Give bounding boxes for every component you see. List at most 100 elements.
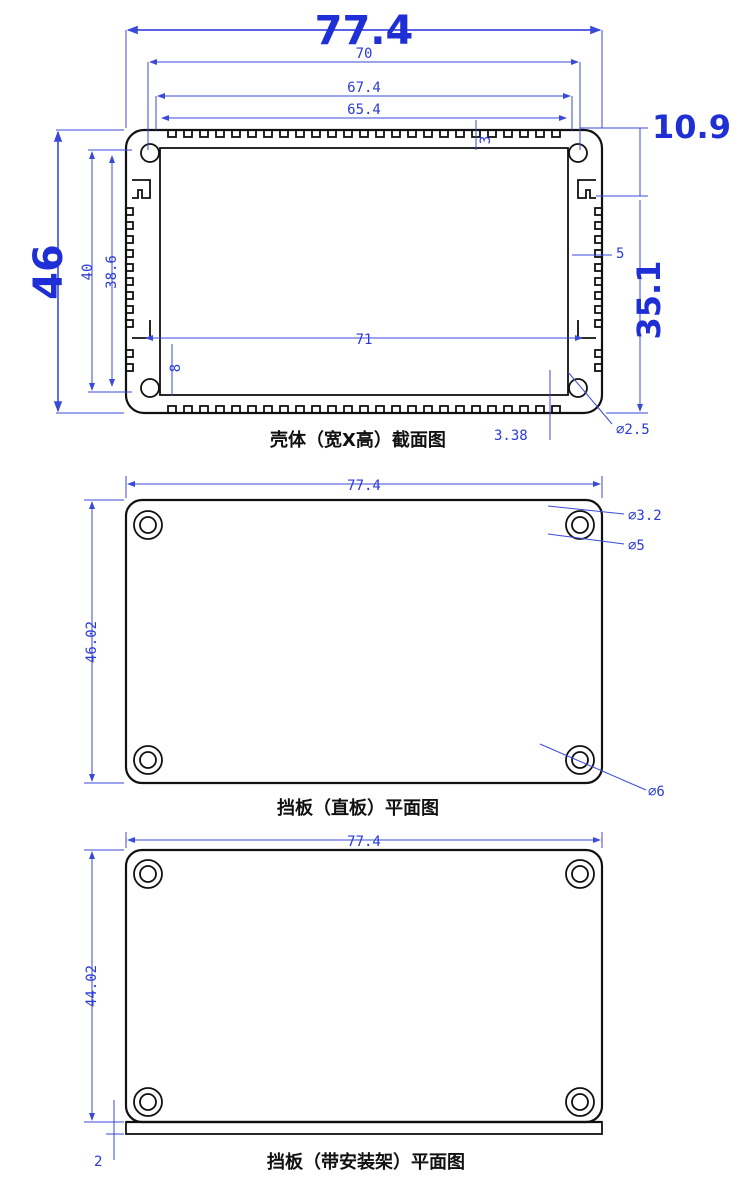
fin-notch <box>311 129 321 138</box>
fin-notch <box>327 129 337 138</box>
dim-width-outer: 77.4 <box>315 8 414 54</box>
fin-notch <box>407 405 417 414</box>
dim-width-674: 67.4 <box>347 80 381 96</box>
fin-notch <box>125 207 134 216</box>
fin-notch <box>503 405 513 414</box>
housing-fins <box>125 129 603 414</box>
fin-notch <box>551 405 561 414</box>
dim-dia-25: ⌀2.5 <box>616 422 650 438</box>
mount-plate-ledge-2: 2 <box>94 1154 102 1170</box>
screw-bosses <box>140 143 588 398</box>
flat-plate: 77.4 46.02 ⌀3.2 ⌀5 ⌀6 挡板（直板）平面图 <box>84 476 665 819</box>
dim-r-109: 10.9 <box>652 108 731 146</box>
mount-plate-holes <box>133 859 595 1117</box>
housing-side-slots <box>132 179 596 339</box>
fin-notch <box>295 405 305 414</box>
fin-notch <box>125 319 134 328</box>
fin-notch <box>279 129 289 138</box>
fin-notch <box>551 129 561 138</box>
fin-notch <box>535 405 545 414</box>
fin-notch <box>594 235 603 244</box>
fin-notch <box>125 291 134 300</box>
fin-notch <box>215 405 225 414</box>
dim-gap-338: 3.38 <box>494 428 528 444</box>
section3-caption: 挡板（带安装架）平面图 <box>267 1151 465 1173</box>
fin-notch <box>407 129 417 138</box>
fin-notch <box>519 129 529 138</box>
flat-plate-hole-5: ⌀5 <box>628 538 645 554</box>
fin-notch <box>167 129 177 138</box>
flat-plate-hole-32: ⌀3.2 <box>628 508 662 524</box>
fin-notch <box>594 305 603 314</box>
fin-notch <box>279 405 289 414</box>
fin-notch <box>343 129 353 138</box>
fin-notch <box>199 129 209 138</box>
fin-notch <box>594 207 603 216</box>
fin-notch <box>455 129 465 138</box>
fin-notch <box>247 129 257 138</box>
flat-plate-holes <box>133 510 595 775</box>
dim-fin-depth: 3 <box>478 136 494 144</box>
dim-height-386: 38.6 <box>104 255 120 289</box>
dim-boss-8: 8 <box>168 364 184 372</box>
fin-notch <box>594 319 603 328</box>
fin-notch <box>487 405 497 414</box>
fin-notch <box>594 263 603 272</box>
fin-notch <box>439 129 449 138</box>
flat-plate-outline <box>124 498 604 785</box>
fin-notch <box>594 249 603 258</box>
mount-plate-ledge <box>125 1121 603 1135</box>
fin-notch <box>125 277 134 286</box>
fin-notch <box>199 405 209 414</box>
fin-notch <box>439 405 449 414</box>
fin-notch <box>594 277 603 286</box>
fin-notch <box>343 405 353 414</box>
dim-width-71: 71 <box>356 332 373 348</box>
fin-notch <box>263 405 273 414</box>
fin-notch <box>183 129 193 138</box>
fin-notch <box>295 129 305 138</box>
fin-notch <box>375 405 385 414</box>
fin-notch <box>487 129 497 138</box>
flat-plate-hole-6: ⌀6 <box>648 784 665 800</box>
fin-notch <box>231 129 241 138</box>
fin-notch <box>423 129 433 138</box>
dim-width-70: 70 <box>356 46 373 62</box>
fin-notch <box>471 405 481 414</box>
fin-notch <box>594 349 603 358</box>
flat-plate-width: 77.4 <box>347 478 381 494</box>
section1-caption: 壳体（宽X高）截面图 <box>269 429 446 451</box>
dim-r-351: 35.1 <box>630 261 668 340</box>
fin-notch <box>455 405 465 414</box>
dim-height-40: 40 <box>80 264 96 281</box>
fin-notch <box>594 363 603 372</box>
fin-notch <box>594 221 603 230</box>
mount-plate-width: 77.4 <box>347 834 381 850</box>
fin-notch <box>125 363 134 372</box>
fin-notch <box>391 129 401 138</box>
fin-notch <box>215 129 225 138</box>
mount-plate: 77.4 44.02 2 挡板（带安装架）平面图 <box>84 832 604 1173</box>
flat-plate-height: 46.02 <box>84 621 100 663</box>
fin-notch <box>125 263 134 272</box>
fin-notch <box>231 405 241 414</box>
dim-width-654: 65.4 <box>347 102 381 118</box>
fin-notch <box>125 221 134 230</box>
mount-plate-outline <box>124 848 604 1124</box>
housing-cavity <box>159 147 569 396</box>
fin-notch <box>125 235 134 244</box>
housing-outline <box>124 128 604 415</box>
fin-notch <box>423 405 433 414</box>
fin-notch <box>167 405 177 414</box>
fin-notch <box>535 129 545 138</box>
fin-notch <box>311 405 321 414</box>
dim-height-outer: 46 <box>26 244 72 300</box>
fin-notch <box>359 129 369 138</box>
fin-notch <box>183 405 193 414</box>
fin-notch <box>391 405 401 414</box>
dim-slot-5: 5 <box>616 246 624 262</box>
fin-notch <box>327 405 337 414</box>
fin-notch <box>263 129 273 138</box>
